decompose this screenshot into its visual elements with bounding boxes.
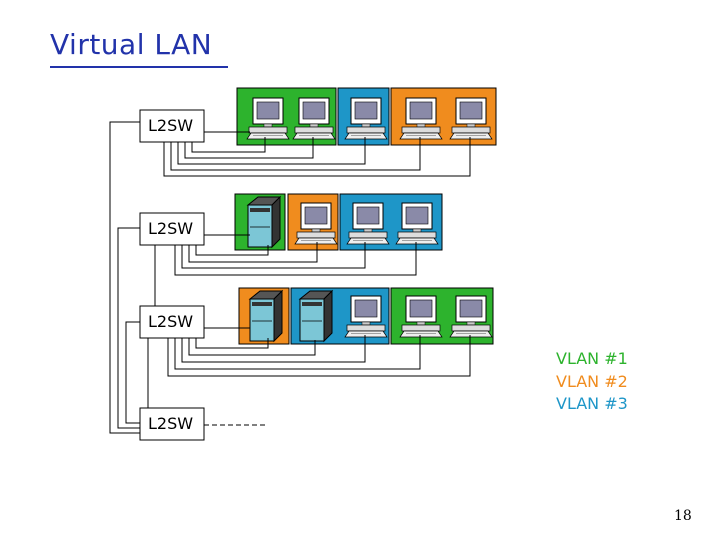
desktop-computer-icon [292, 97, 336, 140]
legend-vlan3: VLAN #3 [556, 394, 628, 413]
desktop-computer-icon [399, 97, 443, 140]
page-title: Virtual LAN [50, 28, 213, 61]
tower-server-icon [299, 290, 333, 342]
switch-box [139, 212, 205, 246]
switch-label: L2SW [148, 116, 194, 135]
desktop-computer-icon [399, 295, 443, 338]
switch-box [139, 109, 205, 143]
desktop-computer-icon [449, 295, 493, 338]
desktop-computer-icon [346, 202, 390, 245]
desktop-computer-icon [294, 202, 338, 245]
legend-vlan1: VLAN #1 [556, 349, 628, 368]
page-number: 18 [674, 508, 692, 524]
title-underline [50, 66, 228, 68]
desktop-computer-icon [344, 97, 388, 140]
desktop-computer-icon [344, 295, 388, 338]
switch-box [139, 407, 205, 441]
switch-label: L2SW [148, 414, 194, 433]
tower-server-icon [249, 290, 283, 342]
network-cabling [109, 121, 471, 434]
legend-vlan2: VLAN #2 [556, 372, 628, 391]
desktop-computer-icon [395, 202, 439, 245]
switch-label: L2SW [148, 219, 194, 238]
switch-label: L2SW [148, 312, 194, 331]
desktop-computer-icon [246, 97, 290, 140]
desktop-computer-icon [449, 97, 493, 140]
switch-box [139, 305, 205, 339]
tower-server-icon [247, 196, 281, 248]
